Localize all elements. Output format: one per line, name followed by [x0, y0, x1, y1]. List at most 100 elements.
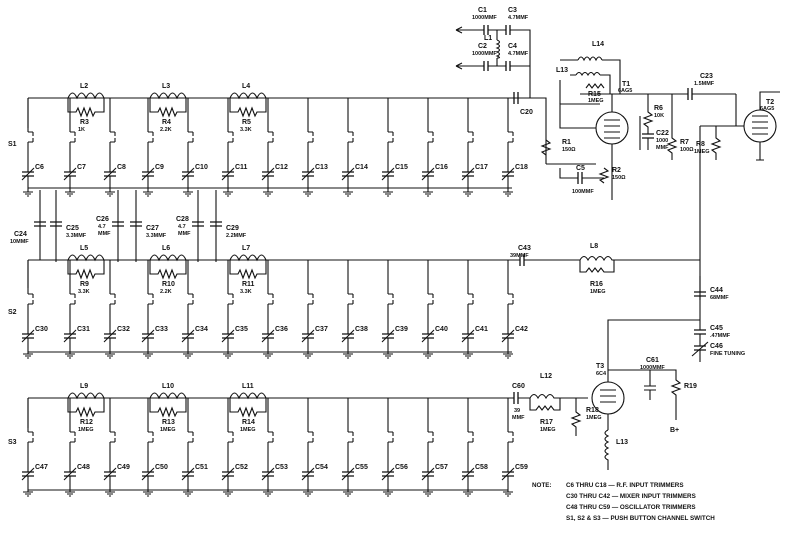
antenna-input [455, 25, 531, 98]
switch-contact [468, 431, 474, 443]
trimmer-arrow [341, 467, 355, 481]
trimmer-arrow [21, 167, 35, 181]
trimmer-label: C18 [515, 164, 528, 171]
t1-label: T1 [622, 81, 630, 88]
note-line: S1, S2 & S3 — PUSH BUTTON CHANNEL SWITCH [566, 515, 715, 522]
trimmer-label: C39 [395, 326, 408, 333]
trimmer-label: C7 [77, 164, 86, 171]
trimmer-label: C56 [395, 464, 408, 471]
switch-label: S1 [8, 141, 17, 148]
ground-symbol [423, 353, 433, 359]
note-line: C6 THRU C18 — R.F. INPUT TRIMMERS [566, 482, 684, 489]
switch-contact [148, 431, 154, 443]
ground-symbol [183, 353, 193, 359]
ground-symbol [303, 353, 313, 359]
c43-value: 39MMF [510, 253, 529, 259]
switch-contact [308, 131, 314, 143]
trimmer-arrow [301, 467, 315, 481]
ground-symbol [223, 491, 233, 497]
inductor [67, 254, 105, 262]
c28-value-a: 4.7 [178, 224, 186, 230]
inductor [67, 392, 105, 400]
ground-symbol [105, 191, 115, 197]
trimmer-arrow [141, 167, 155, 181]
c44-label: C44 [710, 287, 723, 294]
switch-contact [228, 431, 234, 443]
ground-symbol [223, 191, 233, 197]
r16-value: 1MEG [590, 289, 606, 295]
resistor [229, 260, 267, 280]
trimmer-arrow [103, 467, 117, 481]
switch-contact [70, 131, 76, 143]
switch-contact [70, 431, 76, 443]
trimmer-arrow [501, 167, 515, 181]
l8-label: L8 [590, 243, 598, 250]
c22-label: C22 [656, 130, 669, 137]
r18-label: R18 [586, 407, 599, 414]
resistor-label: R11 [242, 281, 255, 288]
trimmer-label: C40 [435, 326, 448, 333]
switch-contact [28, 131, 34, 143]
switch-contact [508, 431, 514, 443]
resistor-value: 3.3K [240, 289, 252, 295]
trimmer-label: C6 [35, 164, 44, 171]
trimmer-arrow [21, 467, 35, 481]
trimmer-label: C9 [155, 164, 164, 171]
ground-symbol [65, 491, 75, 497]
r1-value: 150Ω [562, 147, 576, 153]
trimmer-arrow [63, 167, 77, 181]
ground-symbol [65, 353, 75, 359]
inductor-label: L7 [242, 245, 250, 252]
resistor [229, 398, 267, 418]
trimmer-label: C35 [235, 326, 248, 333]
r17-value: 1MEG [540, 427, 556, 433]
trimmer-arrow [381, 329, 395, 343]
c24-value: 10MMF [10, 239, 29, 245]
switch-contact [348, 293, 354, 305]
inductor-label: L11 [242, 383, 254, 390]
l1-label: L1 [484, 35, 492, 42]
ground-symbol [23, 491, 33, 497]
trimmer-label: C8 [117, 164, 126, 171]
ground-symbol [263, 353, 273, 359]
switch-contact [28, 293, 34, 305]
note-line: C30 THRU C42 — MIXER INPUT TRIMMERS [566, 493, 696, 500]
trimmer-label: C54 [315, 464, 328, 471]
switch-contact [188, 293, 194, 305]
trimmer-arrow [461, 467, 475, 481]
r8-value: 1MEG [694, 149, 710, 155]
l12-label: L12 [540, 373, 552, 380]
resistor-value: 3.3K [78, 289, 90, 295]
ground-symbol [503, 491, 513, 497]
trimmer-label: C34 [195, 326, 208, 333]
c25-label: C25 [66, 225, 79, 232]
inductor [149, 392, 187, 400]
trimmer-arrow [63, 467, 77, 481]
trimmer-label: C11 [235, 164, 248, 171]
oscillator [508, 319, 700, 470]
switch-contact [468, 293, 474, 305]
r2-value: 150Ω [612, 175, 626, 181]
resistor [149, 98, 187, 118]
c1-value: 1000MMF [472, 15, 497, 21]
ground-symbol [23, 191, 33, 197]
ground-symbol [263, 491, 273, 497]
switch-contact [428, 293, 434, 305]
resistor-value: 1MEG [160, 427, 176, 433]
c29-label: C29 [226, 225, 239, 232]
trimmer-arrow [221, 467, 235, 481]
switch-contact [388, 431, 394, 443]
c46-label: C46 [710, 343, 723, 350]
ground-symbol [383, 353, 393, 359]
r15-label: R15 [588, 91, 601, 98]
ground-symbol [23, 353, 33, 359]
inductor-label: L9 [80, 383, 88, 390]
ground-symbol [343, 491, 353, 497]
trimmer-arrow [103, 329, 117, 343]
ground-symbol [183, 191, 193, 197]
c29-value: 2.2MMF [226, 233, 247, 239]
c26-value-a: 4.7 [98, 224, 106, 230]
ground-symbol [343, 191, 353, 197]
ground-symbol [503, 191, 513, 197]
